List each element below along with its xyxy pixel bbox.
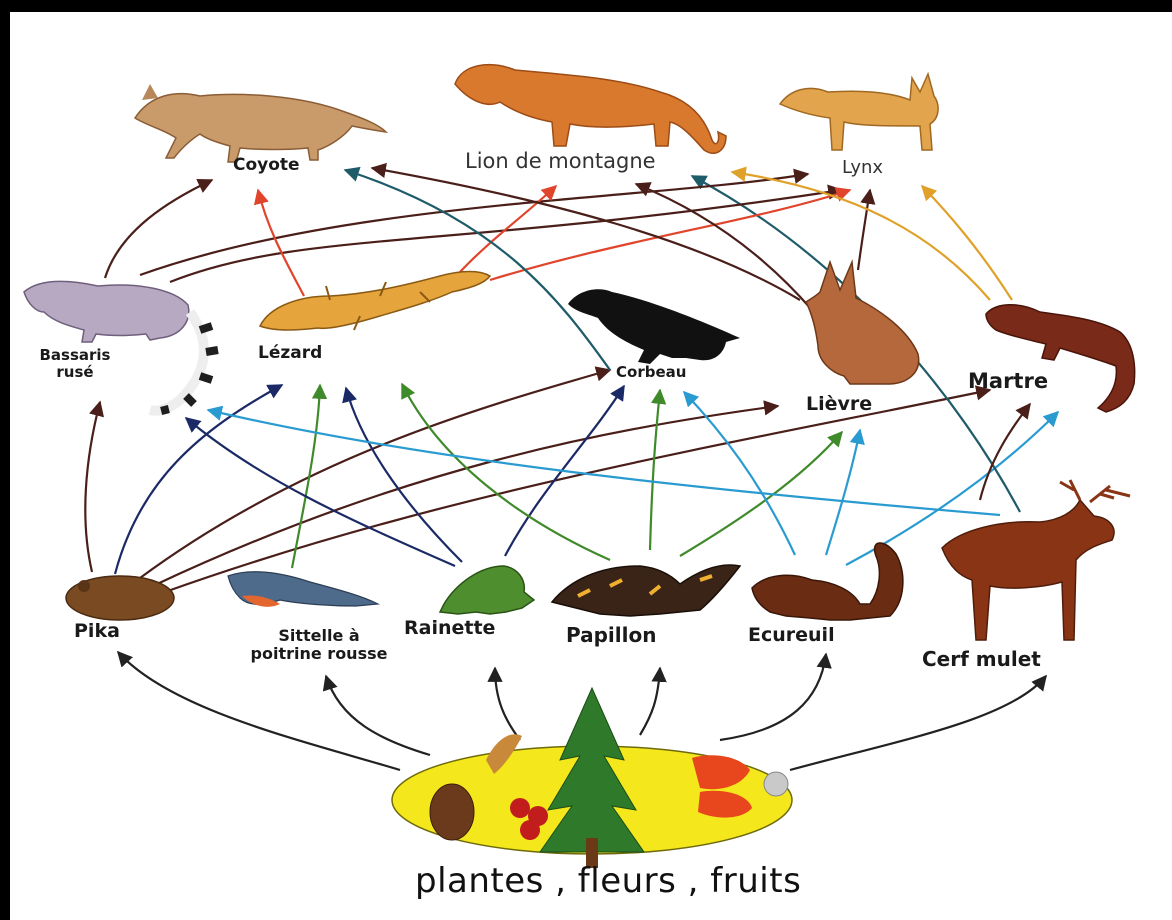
coyote-illustration	[135, 84, 386, 162]
mountain-lion-illustration	[455, 65, 726, 153]
arrow-pika-lezard	[115, 385, 282, 574]
feeding-arrows	[85, 168, 1058, 770]
arrow-pika-lievre	[155, 406, 778, 585]
arrow-plantes-rainette	[495, 668, 520, 740]
arrow-corbeau-coyote	[345, 170, 610, 370]
label-lynx: Lynx	[842, 158, 883, 179]
arrow-plantes-papillon	[640, 668, 660, 735]
tree-frog-illustration	[440, 566, 534, 614]
arrow-papillon-corbeau	[650, 390, 660, 550]
label-lezard: Lézard	[258, 344, 322, 364]
label-pika: Pika	[74, 621, 120, 643]
label-papillon: Papillon	[566, 624, 656, 647]
label-ecureuil: Ecureuil	[748, 625, 835, 647]
label-lievre: Lièvre	[806, 394, 872, 416]
label-coyote: Coyote	[233, 156, 300, 176]
hare-illustration	[806, 262, 919, 384]
pika-illustration	[66, 576, 174, 620]
label-corbeau: Corbeau	[616, 364, 686, 381]
arrow-sittelle-lezard	[292, 385, 320, 568]
label-lion-de-montagne: Lion de montagne	[465, 149, 656, 173]
label-bassaris: Bassaris rusé	[33, 347, 117, 382]
arrow-plantes-pika	[118, 652, 400, 770]
squirrel-illustration	[752, 543, 903, 620]
arrow-rainette-bassaris	[186, 418, 455, 566]
label-plantes-fleurs-fruits: plantes , fleurs , fruits	[415, 862, 801, 901]
arrow-bassaris-coyote	[105, 180, 212, 278]
label-martre: Martre	[968, 369, 1048, 393]
arrow-pika-bassaris	[85, 402, 100, 572]
label-bassaris-line2: rusé	[33, 364, 117, 381]
butterfly-illustration	[552, 565, 740, 616]
lynx-illustration	[780, 74, 938, 150]
arrow-lievre-lynx	[858, 190, 870, 270]
arrow-martre-lion	[732, 172, 990, 300]
arrow-cerf-bassaris	[208, 410, 1000, 515]
label-cerf-mulet: Cerf mulet	[922, 648, 1041, 671]
label-bassaris-line1: Bassaris	[33, 347, 117, 364]
arrow-lezard-coyote	[258, 190, 304, 296]
plants-illustration	[392, 688, 792, 868]
arrow-pika-martre	[165, 390, 990, 592]
arrow-pika-corbeau	[140, 370, 610, 578]
label-sittelle: Sittelle à poitrine rousse	[212, 627, 426, 664]
raven-illustration	[568, 289, 740, 364]
arrow-ecureuil-lievre	[826, 430, 860, 555]
marten-illustration	[986, 305, 1135, 412]
arrow-plantes-cerf	[790, 676, 1046, 770]
mule-deer-illustration	[942, 480, 1130, 640]
nuthatch-illustration	[228, 572, 378, 607]
arrow-martre-lynx	[922, 186, 1012, 300]
arrow-lezard-lion	[460, 186, 556, 272]
arrow-plantes-ecureuil	[720, 654, 826, 740]
label-sittelle-line1: Sittelle à	[212, 627, 426, 645]
label-rainette: Rainette	[404, 618, 495, 640]
label-sittelle-line2: poitrine rousse	[212, 645, 426, 663]
arrow-plantes-sittelle	[326, 676, 430, 755]
